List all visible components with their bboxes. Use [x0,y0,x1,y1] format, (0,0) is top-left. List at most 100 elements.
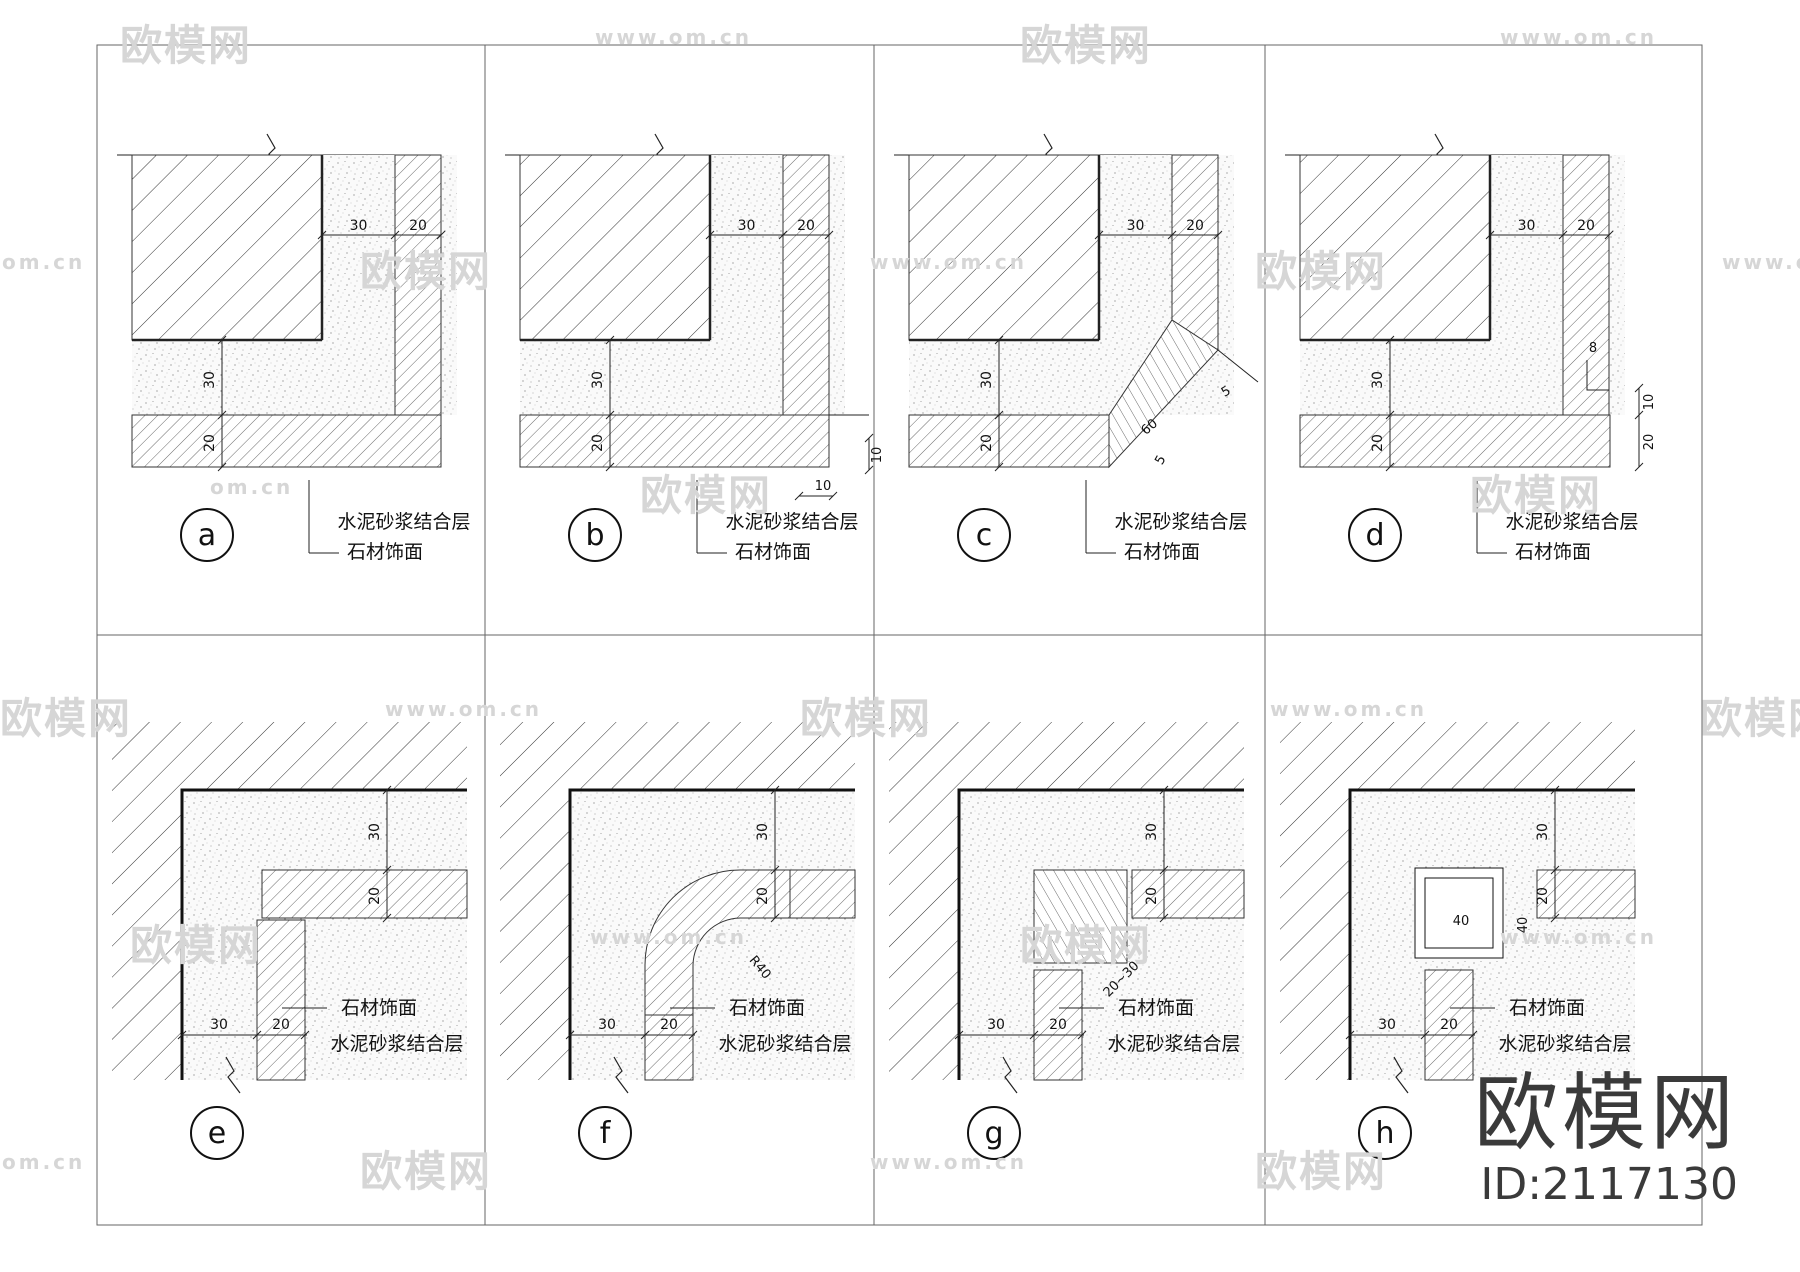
dim-label: 30 [590,371,606,389]
dim-label: 20 [1370,434,1386,452]
dim-tick [770,913,780,923]
dim-tick [1159,913,1169,923]
dim-label: 40 [1516,917,1531,934]
dim-label: 20 [409,218,427,234]
dim-tick [605,410,615,420]
callout-stone: 石材饰面 [347,541,423,563]
stone-facing-horizontal [261,869,468,919]
stone-facing-vertical [394,154,442,416]
dim-tick [300,1030,310,1040]
dim-tick [770,785,780,795]
dim-label: 30 [1370,371,1386,389]
dim-tick [605,462,615,472]
callout-mortar: 水泥砂浆结合层 [1498,1033,1631,1055]
dim-tick [1485,230,1495,240]
dim-tick [317,230,327,240]
stone-facing-vertical [1171,154,1219,351]
panel-label-circle [1348,508,1402,562]
dim-tick [705,230,715,240]
dim-tick [1029,1030,1039,1040]
callout-mortar: 水泥砂浆结合层 [1505,511,1638,533]
dim-tick [688,1030,698,1040]
dim-tick [1077,1030,1087,1040]
stone-facing-horizontal [1536,869,1636,919]
panel-label-circle [578,1106,632,1160]
stone-facing-vertical [256,919,306,1081]
dim-label: 5 [1152,453,1169,468]
dim-label: 30 [738,218,756,234]
dim-tick [605,335,615,345]
wall-edge [1348,788,1635,1080]
dim-tick [217,462,227,472]
dim-tick [382,785,392,795]
dim-tick [1468,1030,1478,1040]
structural-wall [908,154,1100,341]
brand-id: ID:2117130 [1480,1159,1738,1211]
dim-label: 8 [1589,341,1597,356]
break-mark [225,1056,241,1094]
dim-label: 30 [598,1017,616,1033]
dim-label: 30 [210,1017,228,1033]
dim-label: 30 [979,371,995,389]
stone-radius-corner [644,869,791,1016]
dim-label: 30 [1144,823,1160,841]
stone-corner-block [1033,869,1128,964]
dim-tick [770,865,780,875]
dim-label: 10 [870,447,885,464]
dim-label: 20 [1642,434,1657,451]
dim-label: 20 [660,1017,678,1033]
dim-tick [994,462,1004,472]
dim-tick [794,491,804,501]
dim-tick [177,1030,187,1040]
dim-tick [1550,865,1560,875]
callout-stone: 石材饰面 [735,541,811,563]
dim-tick [382,913,392,923]
dim-label: 20 [1577,218,1595,234]
stone-facing-horizontal [908,414,1110,468]
wall-edge [180,788,467,1080]
dim-tick [1385,462,1395,472]
dim-label: 30 [1535,823,1551,841]
dim-label: 40 [1453,914,1470,929]
brand-name: 欧模网 [1473,1064,1738,1163]
break-mark [1002,1056,1018,1094]
dim-label: 20 [979,434,995,452]
dim-tick [828,491,838,501]
dim-tick [1634,462,1644,472]
dim-tick [1345,1030,1355,1040]
dim-line [1217,349,1259,383]
corner-profile-inner [1424,877,1494,949]
callout-stone: 石材饰面 [341,997,417,1019]
stone-facing-horizontal [1131,869,1245,919]
dim-label: 20 [1049,1017,1067,1033]
dim-label: 30 [1127,218,1145,234]
callout-stone: 石材饰面 [1124,541,1200,563]
callout-stone: 石材饰面 [1515,541,1591,563]
dim-label: 30 [202,371,218,389]
panel-label-circle [967,1106,1021,1160]
dim-label: 20 [1144,887,1160,905]
structural-wall [500,722,570,1080]
dim-tick [994,410,1004,420]
dim-tick [1094,230,1104,240]
mortar-bed [570,790,855,1080]
dim-tick [390,230,400,240]
panel-label: b [585,518,604,553]
structural-wall [1280,722,1350,1080]
callout-mortar: 水泥砂浆结合层 [337,511,470,533]
dim-label: 30 [1378,1017,1396,1033]
dim-label: 30 [987,1017,1005,1033]
break-mark [613,1056,629,1094]
dim-tick [565,1030,575,1040]
callout-mortar: 水泥砂浆结合层 [330,1033,463,1055]
panel-label-circle [1358,1106,1412,1160]
callout-mortar: 水泥砂浆结合层 [718,1033,851,1055]
dim-label: 20 [1186,218,1204,234]
dim-tick [1159,785,1169,795]
